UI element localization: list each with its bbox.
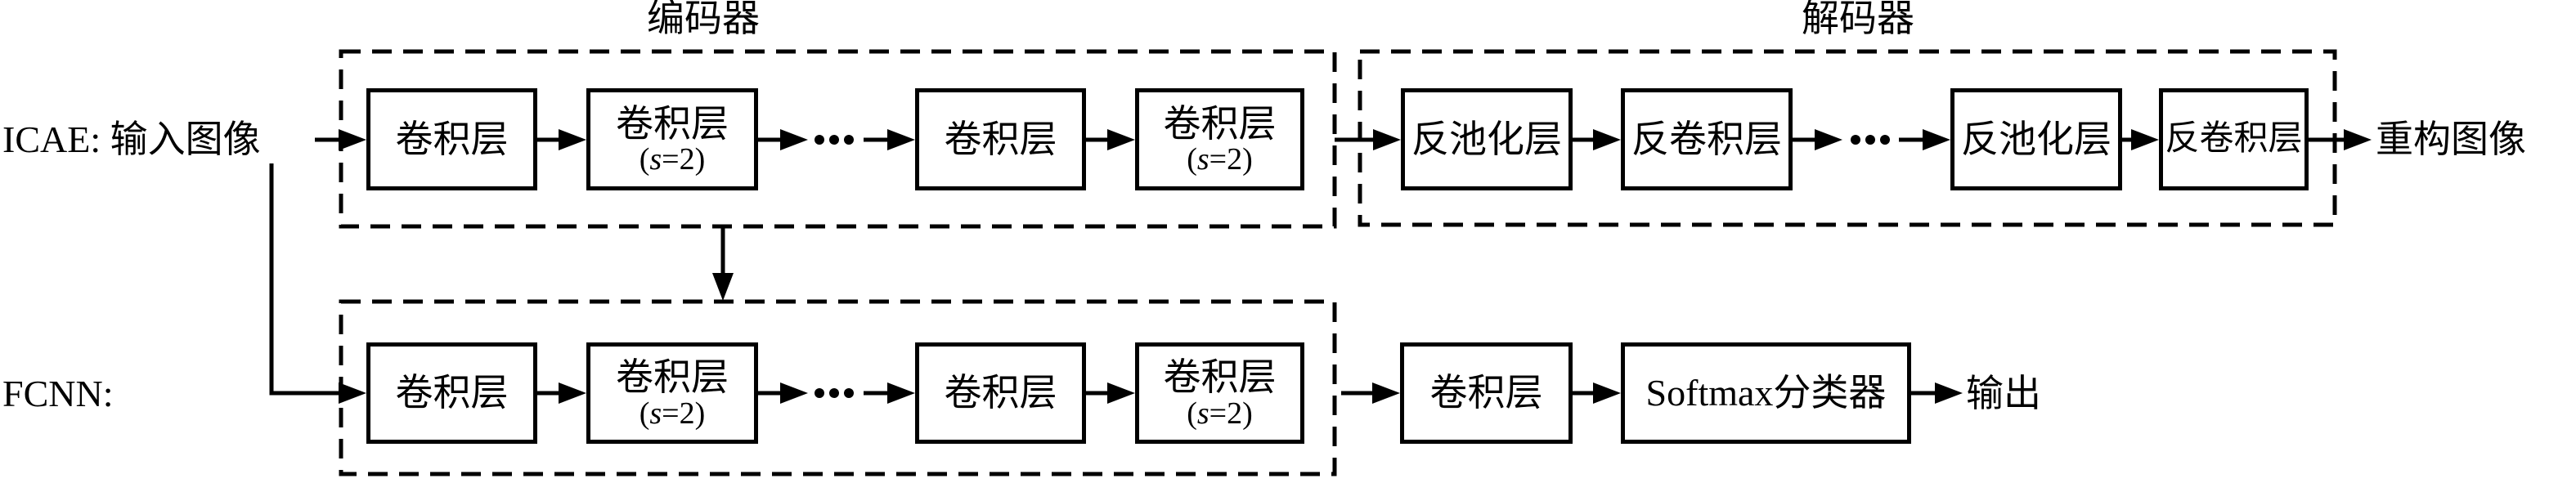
- box-label: 卷积层: [1429, 372, 1543, 414]
- stride-annotation: (s=2): [639, 396, 706, 431]
- arrow-d1-d2: [1573, 129, 1621, 150]
- arrow-e2-dots: [758, 129, 808, 150]
- arrow-e1-e2: [537, 129, 586, 150]
- box-label: 反池化层: [1411, 118, 1562, 160]
- softmax-classifier-box: Softmax分类器: [1621, 342, 1911, 444]
- unpool-layer-box: 反池化层: [1950, 88, 2122, 190]
- arrow-encoder-to-d1: [1335, 129, 1401, 150]
- encoder-label: 编码器: [647, 0, 760, 39]
- decoder-label: 解码器: [1802, 0, 1914, 39]
- conv-layer-box: 卷积层: [915, 342, 1086, 444]
- bottleneck-arrow-encoder-to-fcnn: [712, 227, 734, 301]
- icae-input-label: ICAE: 输入图像: [2, 119, 261, 160]
- conv-s2-layer-box: 卷积层 (s=2): [586, 88, 758, 190]
- box-label: 卷积层: [616, 356, 729, 399]
- arrow-fcnn-to-f5: [1341, 382, 1400, 404]
- box-label: 卷积层: [1163, 102, 1277, 145]
- fcnn-label: FCNN:: [2, 373, 114, 414]
- stride-annotation: (s=2): [1187, 396, 1253, 431]
- box-label: 卷积层: [1163, 356, 1277, 399]
- arrow-d4-to-output-image: [2309, 129, 2372, 150]
- arrow-d2-dots: [1793, 129, 1842, 150]
- ellipsis-icon: [815, 135, 854, 145]
- stride-annotation: (s=2): [1187, 142, 1253, 177]
- conv-layer-box: 卷积层: [1400, 342, 1573, 444]
- conv-s2-layer-box: 卷积层 (s=2): [1135, 88, 1304, 190]
- conv-layer-box: 卷积层: [915, 88, 1086, 190]
- arrow-f3-f4: [1086, 382, 1135, 404]
- deconv-layer-box: 反卷积层: [2159, 88, 2309, 190]
- deconv-layer-box: 反卷积层: [1621, 88, 1793, 190]
- box-label: 反池化层: [1961, 118, 2112, 160]
- arrow-d3-d4: [2122, 129, 2159, 150]
- ellipsis-icon: [1851, 135, 1890, 145]
- arrow-dots-d3: [1899, 129, 1950, 150]
- arrow-dots-f3: [864, 382, 915, 404]
- arrow-f5-softmax: [1573, 382, 1621, 404]
- box-label: Softmax分类器: [1645, 372, 1887, 414]
- conv-s2-layer-box: 卷积层 (s=2): [1135, 342, 1304, 444]
- unpool-layer-box: 反池化层: [1401, 88, 1573, 190]
- ellipsis-icon: [815, 388, 854, 398]
- box-label: 卷积层: [944, 118, 1057, 160]
- stride-annotation: (s=2): [639, 142, 706, 177]
- arrow-softmax-to-output: [1911, 382, 1963, 404]
- conv-layer-box: 卷积层: [366, 342, 537, 444]
- fcnn-output-label: 输出: [1966, 373, 2041, 414]
- box-label: 卷积层: [395, 372, 509, 414]
- elbow-connector-input-to-fcnn: [269, 163, 366, 404]
- box-label: 卷积层: [616, 102, 729, 145]
- box-label: 反卷积层: [1631, 118, 1782, 160]
- box-label: 卷积层: [395, 118, 509, 160]
- arrow-e3-e4: [1086, 129, 1135, 150]
- reconstructed-image-label: 重构图像: [2376, 119, 2526, 160]
- arrow-f2-dots: [758, 382, 808, 404]
- conv-s2-layer-box: 卷积层 (s=2): [586, 342, 758, 444]
- arrow-f1-f2: [537, 382, 586, 404]
- conv-layer-box: 卷积层: [366, 88, 537, 190]
- box-label: 反卷积层: [2165, 119, 2303, 158]
- box-label: 卷积层: [944, 372, 1057, 414]
- arrow-input-to-e1: [315, 129, 366, 150]
- arrow-dots-e3: [864, 129, 915, 150]
